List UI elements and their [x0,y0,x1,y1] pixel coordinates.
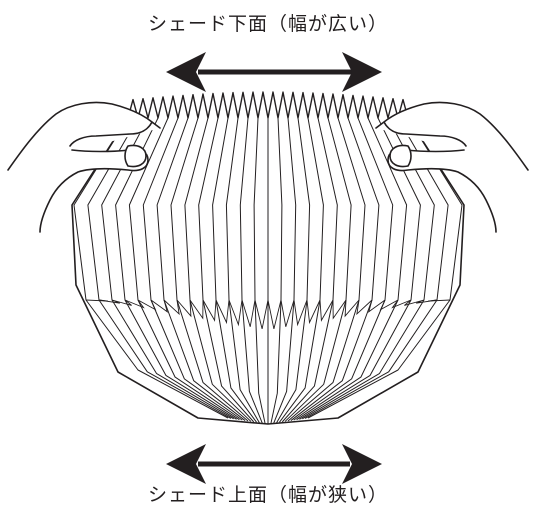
pleat-valley [176,299,192,318]
pleat-valley [189,299,204,320]
right-hand-icon [375,101,529,233]
pleat-valley [332,299,347,320]
pleat-valley [368,299,386,313]
pleat-valley [254,299,269,330]
pleat-valley [111,299,132,306]
pleat-valley [241,299,256,327]
pleat-valley [215,299,230,325]
pleat-line [307,117,463,419]
pleated-shade [71,91,465,425]
pleat-valley [280,299,295,327]
pleat-valley [404,299,425,306]
pleat-valley [428,299,451,302]
pleat-valley [319,299,334,322]
bottom-double-arrow-icon [166,444,382,484]
pleat-valley [293,299,308,327]
pleat-valley [228,299,243,327]
pleat-valley [202,299,217,322]
bottom-caption: シェード上面（幅が狭い） [147,484,388,506]
pleat-valley [344,299,360,318]
pleat-valley [379,299,399,311]
pleat-valley [124,299,145,309]
pleat-valley [391,299,412,309]
pleat-valley [163,299,180,316]
left-hand-icon [7,101,161,233]
shade-top-rim [127,91,409,119]
top-double-arrow-icon [166,52,382,92]
pleat-valley [306,299,321,325]
pleat-valley [267,299,282,330]
top-caption: シェード下面（幅が広い） [147,13,388,35]
pleat-valley [356,299,373,316]
